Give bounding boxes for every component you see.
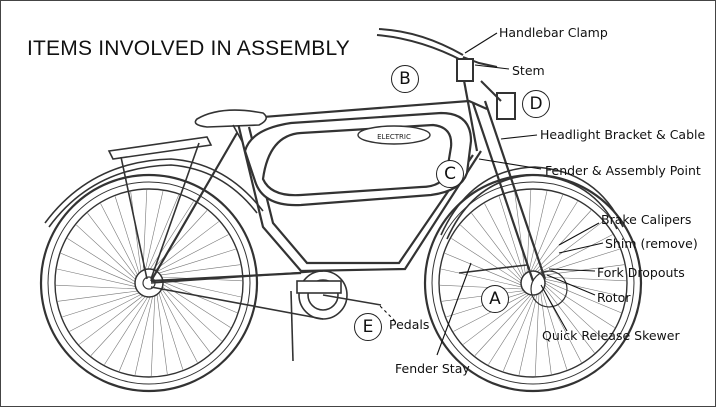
- spoke: [160, 284, 222, 342]
- spoke: [528, 190, 548, 272]
- spoke: [158, 264, 241, 276]
- spoke: [60, 252, 138, 286]
- spoke: [534, 210, 592, 272]
- spoke: [118, 294, 152, 372]
- rear-fender-rack: [44, 136, 264, 280]
- callout-pedals: Pedals: [389, 317, 430, 332]
- drivetrain: [150, 270, 382, 362]
- tank-emblem: ELECTRIC: [357, 125, 431, 145]
- page-title: ITEMS INVOLVED IN ASSEMBLY: [27, 37, 351, 60]
- spoke: [150, 293, 156, 376]
- spoke: [87, 213, 138, 280]
- frame: [150, 74, 547, 283]
- spoke: [544, 286, 595, 353]
- spoke: [152, 221, 219, 272]
- spoke: [154, 234, 229, 273]
- spoke: [543, 276, 626, 282]
- callout-headlight-bracket: Headlight Bracket & Cable: [540, 127, 706, 142]
- spoke: [148, 201, 194, 272]
- spoke: [57, 290, 140, 302]
- callout-handlebar-clamp: Handlebar Clamp: [499, 25, 608, 40]
- spoke: [90, 294, 148, 356]
- spoke: [150, 210, 208, 272]
- spoke: [100, 203, 139, 278]
- badge-a: A: [481, 285, 509, 313]
- spoke: [518, 294, 538, 376]
- spoke: [130, 191, 142, 274]
- spoke: [460, 224, 522, 282]
- badge-e: E: [354, 313, 382, 341]
- spoke: [160, 280, 238, 314]
- spoke: [144, 190, 164, 272]
- spoke: [67, 238, 138, 284]
- rear-wheel: [39, 173, 259, 393]
- callout-quick-release: Quick Release Skewer: [542, 328, 680, 343]
- callout-stem: Stem: [512, 63, 545, 78]
- spoke: [160, 286, 211, 353]
- spoke: [451, 238, 522, 284]
- spoke: [79, 294, 146, 345]
- tank-emblem-text: ELECTRIC: [377, 133, 411, 141]
- spoke: [544, 284, 606, 342]
- front-fender: [440, 166, 624, 274]
- callout-fender-assembly-point: Fender & Assembly Point: [545, 163, 701, 178]
- spoke: [544, 282, 615, 328]
- spoke: [134, 294, 154, 376]
- spoke: [541, 290, 568, 370]
- callout-brake-calipers: Brake Calipers: [601, 212, 692, 227]
- spoke: [146, 194, 180, 272]
- spoke: [532, 201, 578, 272]
- seat: [194, 109, 267, 144]
- spoke: [156, 292, 168, 375]
- spoke: [544, 278, 626, 298]
- spoke: [538, 234, 613, 273]
- handlebar-assembly: [376, 28, 516, 120]
- spoke: [157, 290, 184, 370]
- spoke: [440, 284, 523, 290]
- callout-rotor: Rotor: [597, 290, 631, 305]
- spoke: [69, 293, 144, 332]
- spoke: [530, 194, 564, 272]
- spoke: [502, 294, 536, 372]
- spoke: [56, 268, 138, 288]
- spoke: [544, 280, 622, 314]
- callout-fork-dropouts: Fork Dropouts: [597, 265, 685, 280]
- badge-c: C: [436, 160, 464, 188]
- callout-fender-stay: Fender Stay: [395, 361, 470, 376]
- spoke: [536, 221, 603, 272]
- spoke: [62, 291, 142, 318]
- spoke: [440, 268, 522, 288]
- spoke: [534, 293, 540, 376]
- spoke: [474, 294, 532, 356]
- spoke: [76, 224, 138, 282]
- spoke: [104, 294, 150, 365]
- spoke: [498, 196, 525, 276]
- spoke: [444, 252, 522, 286]
- badge-d: D: [522, 90, 550, 118]
- front-wheel: [423, 173, 643, 393]
- spoke: [471, 213, 522, 280]
- spoke: [156, 248, 236, 275]
- spoke: [488, 294, 534, 365]
- badge-b: B: [391, 65, 419, 93]
- spoke: [159, 288, 198, 363]
- spoke: [142, 190, 148, 273]
- spoke: [484, 203, 523, 278]
- callout-shim: Shim (remove): [605, 236, 698, 251]
- spoke: [56, 284, 139, 290]
- spoke: [514, 191, 526, 274]
- spoke: [463, 294, 530, 345]
- leader-lines: [378, 32, 604, 356]
- spoke: [114, 196, 141, 276]
- spoke: [160, 282, 231, 328]
